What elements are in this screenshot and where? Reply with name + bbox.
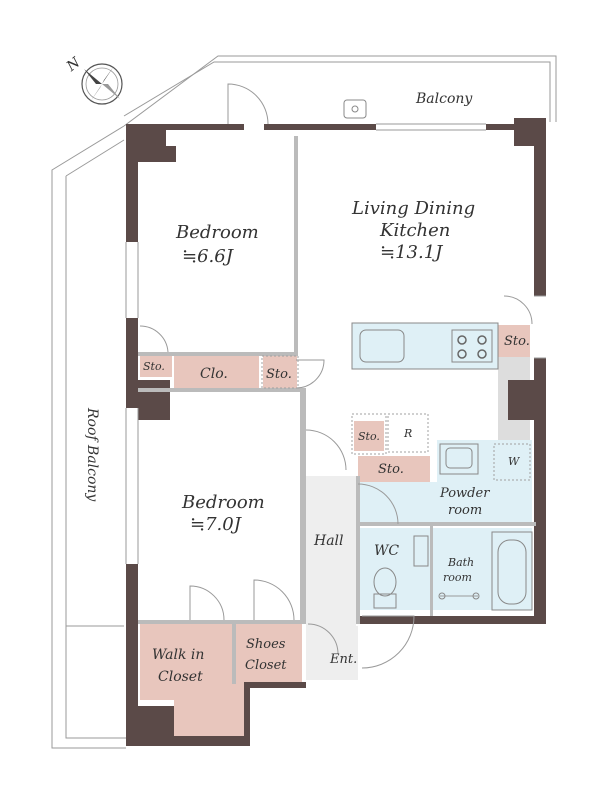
windows — [125, 123, 546, 564]
walls — [126, 118, 546, 746]
balcony-label: Balcony — [415, 91, 473, 107]
walk-in-closet-line1: Walk in — [152, 647, 204, 663]
fixture-outlines — [261, 355, 531, 481]
kitchen-counter — [351, 322, 499, 370]
ldk-area: ≒13.1J — [380, 242, 444, 263]
walk-in-closet-line2: Closet — [158, 669, 203, 685]
toilet-icon — [373, 535, 429, 609]
bedroom-1-area: ≒6.6J — [182, 246, 235, 267]
kitchen-sink-icon — [359, 329, 405, 363]
bath-room-line2: room — [443, 571, 472, 584]
compass-north-label: N — [63, 54, 84, 75]
vanity-sink-icon — [439, 443, 479, 475]
wc-label: WC — [374, 543, 399, 559]
small-storage-label: Sto. — [358, 430, 380, 443]
ldk-name-line1: Living Dining — [351, 198, 475, 219]
powder-room-line1: Powder — [439, 486, 490, 501]
washer-label: W — [508, 455, 521, 468]
ldk-storage-label: Sto. — [504, 334, 530, 349]
compass-rose-icon — [81, 63, 123, 105]
bedroom-1-name: Bedroom — [175, 222, 259, 243]
bathtub-icon — [438, 531, 533, 611]
hall-storage-label: Sto. — [378, 462, 404, 477]
roof-balcony-label: Roof Balcony — [84, 407, 100, 502]
bedroom-storage-label: Sto. — [143, 360, 165, 373]
bath-room-line1: Bath — [447, 556, 474, 569]
bedroom-2-area: ≒7.0J — [190, 514, 243, 535]
shoes-closet-line1: Shoes — [246, 637, 286, 652]
bedroom-2-name: Bedroom — [181, 492, 265, 513]
mid-storage-label: Sto. — [266, 367, 292, 382]
room-fills — [140, 323, 532, 736]
doors — [139, 83, 533, 669]
hall-label: Hall — [313, 533, 344, 549]
entrance-label: Ent. — [329, 652, 357, 667]
balcony-area — [51, 55, 557, 749]
refrigerator-label: R — [403, 427, 412, 440]
stove-icon — [451, 329, 493, 363]
ldk-name-line2: Kitchen — [379, 220, 450, 241]
powder-room-line2: room — [448, 503, 482, 518]
shoes-closet-line2: Closet — [245, 658, 287, 673]
balcony-sink-icon — [343, 99, 367, 119]
closet-label: Clo. — [200, 366, 228, 382]
